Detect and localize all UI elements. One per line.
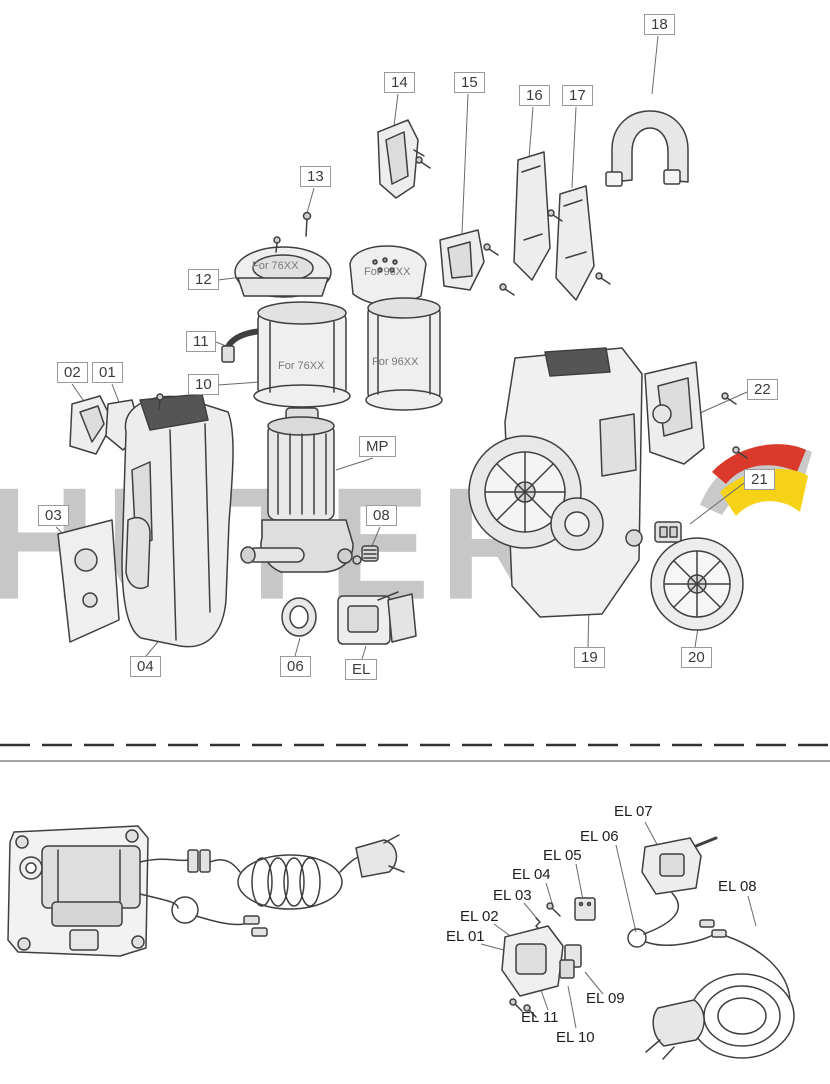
el-label-03: EL 03 xyxy=(493,887,532,904)
part-label-04: 04 xyxy=(130,656,161,677)
el-assembly-right xyxy=(501,836,795,1060)
part-18-handle xyxy=(605,110,689,187)
part-label-08: 08 xyxy=(366,505,397,526)
el-label-09: EL 09 xyxy=(586,990,625,1007)
part-12-cap-76xx xyxy=(234,246,332,298)
part-20-wheel xyxy=(650,537,744,631)
part-label-19: 19 xyxy=(574,647,605,668)
part-el-switchbox xyxy=(337,591,417,645)
leader-lines-bottom xyxy=(480,821,757,1029)
part-label-mp: MP xyxy=(359,436,396,457)
part-label-03: 03 xyxy=(38,505,69,526)
part-label-13: 13 xyxy=(300,166,331,187)
part-04-housing xyxy=(121,393,234,648)
part-10-cover-76xx xyxy=(253,301,351,408)
part-label-11: 11 xyxy=(186,331,216,352)
part-label-12: 12 xyxy=(188,269,219,290)
annotation-for-96xx-cover: For 96XX xyxy=(372,356,419,368)
annotation-for-76xx-cover: For 76XX xyxy=(278,360,325,372)
part-label-16: 16 xyxy=(519,85,550,106)
part-label-20: 20 xyxy=(681,647,712,668)
annotation-for-96xx-cap: For 96XX xyxy=(364,266,411,278)
part-02-cap xyxy=(69,395,114,455)
part-16-panel xyxy=(513,151,551,281)
part-06-ring xyxy=(281,597,317,637)
el-label-04: EL 04 xyxy=(512,866,551,883)
screw-icons xyxy=(156,156,748,459)
part-17-panel xyxy=(555,185,595,301)
part-21-connector xyxy=(654,521,682,543)
part-19-rear-assembly xyxy=(468,347,643,618)
part-08-fitting xyxy=(361,545,379,562)
part-label-01: 01 xyxy=(92,362,123,383)
part-mp-motor-pump xyxy=(240,407,362,573)
el-label-08: EL 08 xyxy=(718,878,757,895)
wiring-assembly-left xyxy=(7,825,405,957)
part-14-bracket xyxy=(377,119,425,199)
part-label-06: 06 xyxy=(280,656,311,677)
el-label-01: EL 01 xyxy=(446,928,485,945)
part-label-el: EL xyxy=(345,659,378,680)
el-label-06: EL 06 xyxy=(580,828,619,845)
part-12-cap-96xx xyxy=(349,245,427,306)
part-label-15: 15 xyxy=(454,72,485,93)
el-label-11: EL 11 xyxy=(521,1009,559,1026)
part-label-22: 22 xyxy=(747,379,778,400)
part-22-panel xyxy=(644,361,705,465)
part-03-plate xyxy=(57,519,120,643)
annotation-for-76xx-cap: For 76XX xyxy=(252,260,299,272)
part-15-panel xyxy=(439,229,485,291)
el-label-02: EL 02 xyxy=(460,908,499,925)
part-label-17: 17 xyxy=(562,85,593,106)
part-label-21: 21 xyxy=(744,469,775,490)
part-label-10: 10 xyxy=(188,374,219,395)
el-label-07: EL 07 xyxy=(614,803,653,820)
part-label-18: 18 xyxy=(644,14,675,35)
part-10-cover-96xx xyxy=(365,297,443,411)
part-13-screw xyxy=(302,211,312,237)
part-label-02: 02 xyxy=(57,362,88,383)
el-label-05: EL 05 xyxy=(543,847,582,864)
part-label-14: 14 xyxy=(384,72,415,93)
section-dividers xyxy=(0,743,830,762)
el-label-10: EL 10 xyxy=(556,1029,595,1046)
